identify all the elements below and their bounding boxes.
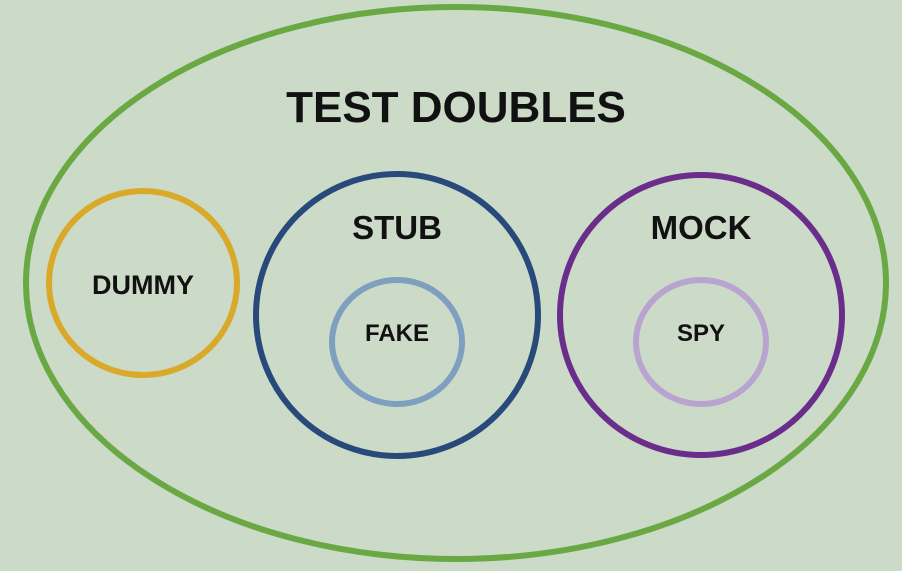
mock-label: MOCK (651, 209, 752, 246)
test-doubles-ellipse (23, 4, 889, 562)
mock-circle (557, 172, 845, 458)
spy-circle (633, 277, 769, 407)
dummy-label: DUMMY (92, 270, 194, 300)
stub-label: STUB (352, 209, 442, 246)
diagram-title: TEST DOUBLES (286, 83, 626, 132)
fake-label: FAKE (365, 320, 429, 347)
spy-label: SPY (677, 320, 725, 347)
dummy-circle (46, 188, 240, 378)
fake-circle (329, 277, 465, 407)
stub-circle (253, 171, 541, 459)
